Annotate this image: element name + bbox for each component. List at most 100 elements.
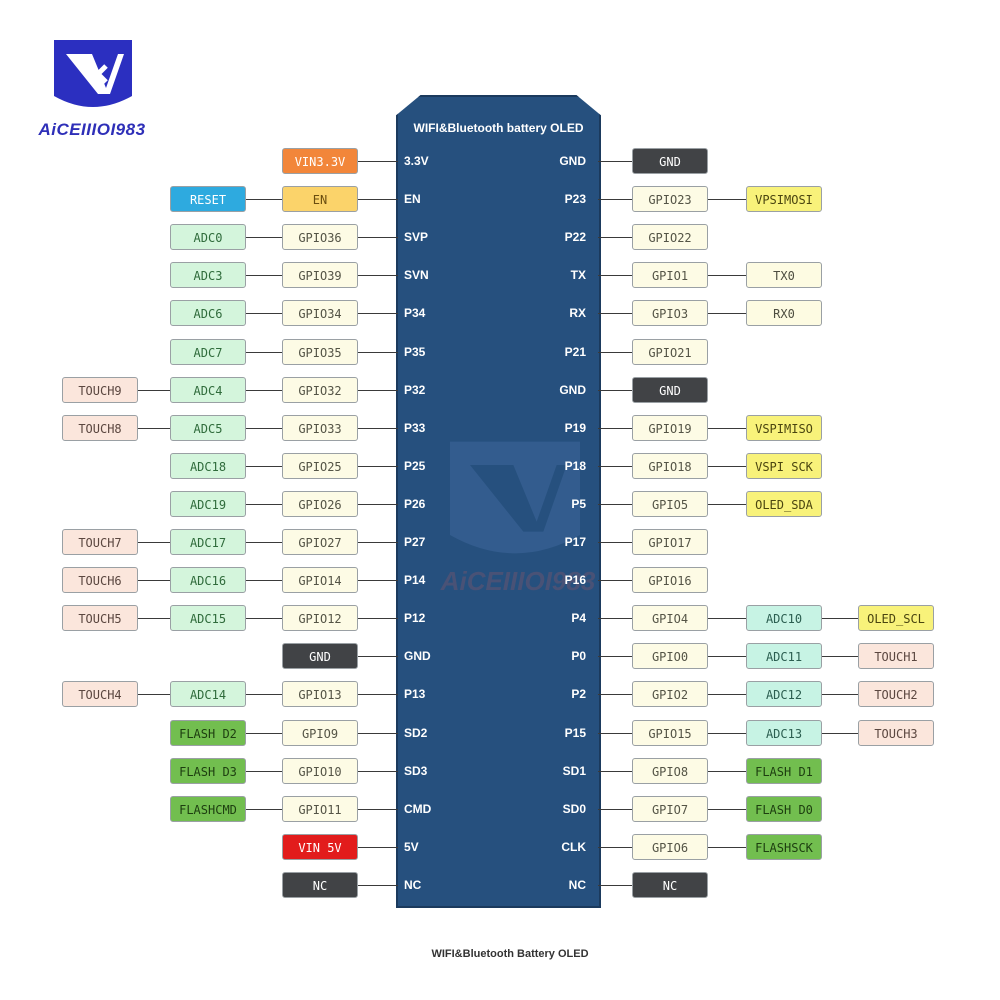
pin-tag-adc4: ADC4 — [170, 376, 246, 403]
label-connector-line — [246, 808, 282, 810]
pin-tag-gpio14: GPIO14 — [282, 567, 358, 594]
pin-tag-tx0: TX0 — [746, 262, 822, 289]
label-connector-line — [708, 656, 746, 658]
label-connector-line — [708, 427, 746, 429]
pin-tag-gpio21: GPIO21 — [632, 338, 708, 365]
pin-tag-adc13: ADC13 — [746, 719, 822, 746]
pin-tag-rx0: RX0 — [746, 300, 822, 327]
pin-tag-oled-sda: OLED_SDA — [746, 490, 822, 517]
pin-tag-vspi-sck: VSPI SCK — [746, 452, 822, 479]
pin-label-right-p16: P16 — [564, 573, 586, 588]
label-connector-line — [708, 275, 746, 277]
pin-label-right-gnd: GND — [559, 154, 586, 168]
pin-label-right-nc: NC — [568, 877, 586, 892]
pin-connector-line — [358, 275, 398, 277]
pin-connector-line — [358, 161, 398, 162]
label-connector-line — [708, 465, 746, 467]
label-connector-line — [246, 580, 282, 582]
pin-tag-flash-d2: FLASH D2 — [170, 719, 246, 746]
pin-connector-line — [358, 542, 398, 543]
pin-tag-touch1: TOUCH1 — [858, 643, 934, 670]
pin-label-right-sd1: SD1 — [562, 763, 586, 778]
pin-tag-adc16: ADC16 — [170, 567, 246, 594]
pin-tag-adc7: ADC7 — [170, 338, 246, 365]
pin-tag-gpio16: GPIO16 — [632, 567, 708, 594]
pin-connector-line — [358, 351, 398, 353]
label-connector-line — [246, 199, 282, 201]
pin-connector-line — [358, 656, 398, 658]
label-connector-line — [246, 618, 282, 620]
pin-label-right-gnd: GND — [559, 382, 586, 397]
pin-tag-touch3: TOUCH3 — [858, 719, 934, 746]
label-connector-line — [246, 694, 282, 696]
pin-connector-line — [358, 884, 398, 886]
pin-label-left-p14: P14 — [404, 573, 426, 588]
pin-label-left-p35: P35 — [404, 344, 426, 359]
pin-tag-adc14: ADC14 — [170, 681, 246, 708]
pin-connector-line — [358, 732, 398, 734]
pin-tag-adc18: ADC18 — [170, 452, 246, 479]
pin-label-left-svn: SVN — [404, 268, 429, 283]
label-connector-line — [246, 465, 282, 467]
logo-icon — [54, 40, 132, 107]
pin-label-right-p15: P15 — [564, 725, 586, 740]
pin-tag-gpio27: GPIO27 — [282, 529, 358, 555]
pin-tag-gpio10: GPIO10 — [282, 757, 358, 784]
pin-tag-touch8: TOUCH8 — [62, 414, 138, 441]
pin-tag-flash-d1: FLASH D1 — [746, 757, 822, 784]
pin-connector-line — [358, 199, 398, 201]
pin-label-right-p5: P5 — [571, 496, 586, 511]
pin-tag-adc19: ADC19 — [170, 490, 246, 517]
label-connector-line — [246, 237, 282, 239]
label-connector-line — [708, 199, 746, 201]
pin-tag-gpio36: GPIO36 — [282, 224, 358, 251]
pin-label-right-tx: TX — [570, 268, 586, 283]
label-connector-line — [246, 351, 282, 353]
pin-tag-gpio8: GPIO8 — [632, 757, 708, 784]
pin-connector-line — [598, 884, 632, 886]
pin-label-left-p34: P34 — [404, 306, 426, 321]
label-connector-line — [138, 389, 170, 391]
pin-tag-gpio11: GPIO11 — [282, 795, 358, 822]
pin-connector-line — [358, 389, 398, 391]
pin-tag-adc6: ADC6 — [170, 300, 246, 327]
pin-tag-gpio22: GPIO22 — [632, 224, 708, 251]
brand-logo: AiCEIIIOI983 — [22, 36, 162, 146]
label-connector-line — [822, 618, 858, 620]
label-connector-line — [246, 770, 282, 772]
pin-label-left-p13: P13 — [404, 687, 426, 702]
pin-tag-adc3: ADC3 — [170, 262, 246, 289]
label-connector-line — [246, 503, 282, 505]
pin-label-left-p12: P12 — [404, 611, 426, 626]
pin-tag-flashcmd: FLASHCMD — [170, 795, 246, 822]
pin-label-right-p0: P0 — [571, 649, 586, 664]
label-connector-line — [708, 770, 746, 772]
pin-connector-line — [358, 846, 398, 848]
label-connector-line — [708, 732, 746, 734]
pin-tag-en: EN — [282, 186, 358, 213]
pin-connector-line — [598, 275, 632, 277]
pin-label-right-p2: P2 — [571, 687, 586, 702]
pin-tag-gpio3: GPIO3 — [632, 300, 708, 327]
pin-tag-adc12: ADC12 — [746, 681, 822, 708]
pin-label-left-p27: P27 — [404, 535, 426, 549]
label-connector-line — [708, 846, 746, 848]
pin-label-right-clk: CLK — [561, 839, 586, 854]
pin-tag-gpio5: GPIO5 — [632, 490, 708, 517]
pin-tag-reset: RESET — [170, 186, 246, 213]
board-title: WIFI&Bluetooth battery OLED — [413, 121, 584, 135]
pin-tag-adc15: ADC15 — [170, 605, 246, 632]
pin-connector-line — [598, 237, 632, 239]
pin-label-right-rx: RX — [569, 306, 586, 321]
pin-label-right-sd0: SD0 — [562, 801, 586, 816]
pin-tag-gpio1: GPIO1 — [632, 262, 708, 289]
label-connector-line — [708, 694, 746, 696]
pin-connector-line — [358, 313, 398, 315]
pin-tag-gpio35: GPIO35 — [282, 338, 358, 365]
pin-tag-adc10: ADC10 — [746, 605, 822, 632]
pin-connector-line — [358, 427, 398, 429]
pin-tag-gpio0: GPIO0 — [632, 643, 708, 670]
label-connector-line — [246, 389, 282, 391]
pin-tag-gpio6: GPIO6 — [632, 833, 708, 860]
pin-connector-line — [598, 770, 632, 772]
